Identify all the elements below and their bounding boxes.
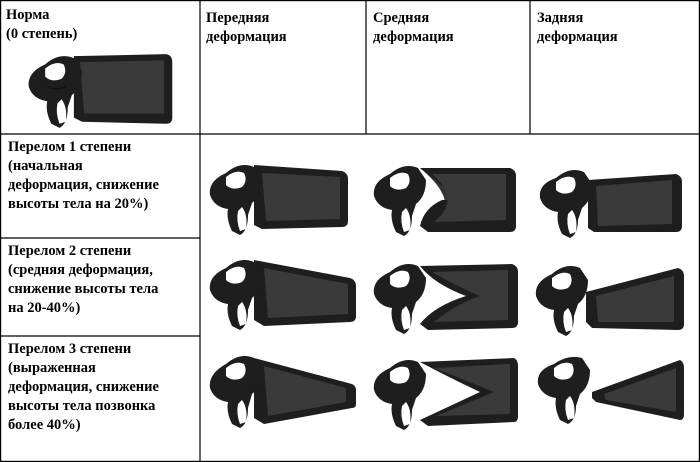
norm-label: Норма (0 степень)	[6, 7, 78, 42]
row-label-grade-1: Перелом 1 степени (начальная деформация,…	[8, 139, 159, 212]
vertebra-grade2-posterior-illustration	[535, 266, 684, 336]
column-header-posterior: Задняя деформация	[537, 10, 618, 45]
row-label-grade-2: Перелом 2 степени (средняя деформация, с…	[8, 243, 159, 316]
vertebra-normal-illustration	[28, 54, 173, 128]
vertebra-grade1-anterior-illustration	[209, 165, 348, 235]
vertebra-grade2-anterior-illustration	[209, 260, 356, 330]
vertebra-grade3-middle-illustration	[373, 358, 518, 430]
column-header-anterior: Передняя деформация	[206, 10, 287, 45]
vertebra-grade2-middle-illustration	[373, 264, 518, 334]
row-label-grade-3: Перелом 3 степени (выраженная деформация…	[8, 341, 159, 433]
column-header-middle: Средняя деформация	[373, 10, 454, 45]
vertebra-grade1-posterior-illustration	[539, 170, 682, 238]
vertebra-grade3-anterior-illustration	[209, 356, 356, 428]
vertebra-grade1-middle-illustration	[373, 166, 516, 236]
vertebra-grade3-posterior-illustration	[537, 356, 684, 424]
